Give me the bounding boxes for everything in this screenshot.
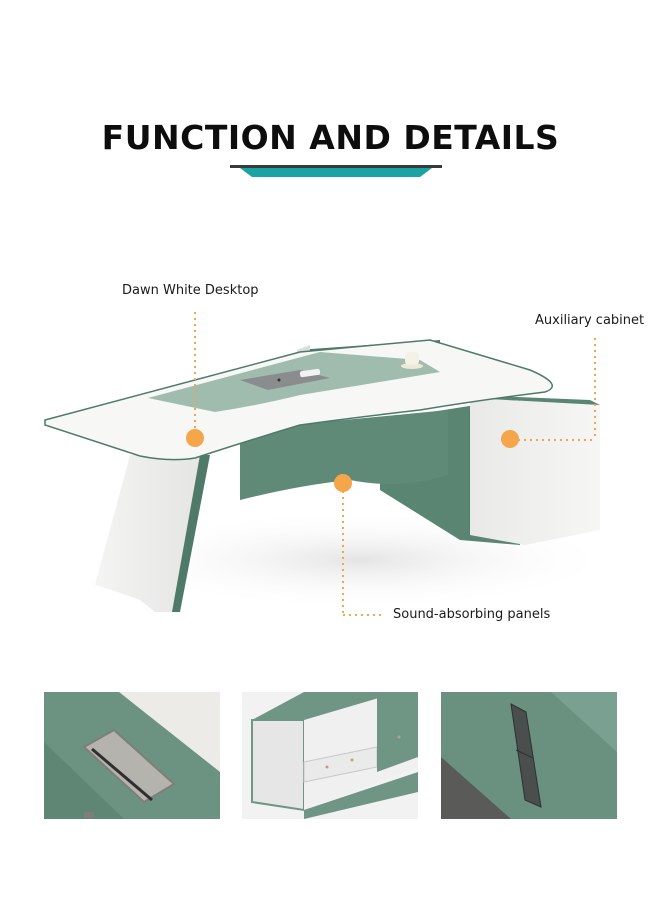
cabinet-marker-dot: [501, 430, 519, 448]
page-title: FUNCTION AND DETAILS: [101, 118, 560, 157]
detail-image-cable-grommet: [44, 692, 220, 819]
callout-label-panels: Sound-absorbing panels: [393, 607, 551, 622]
detail-image-cabinet: [242, 692, 418, 819]
callout-label-cabinet: Auxiliary cabinet: [535, 313, 645, 328]
detail-image-socket-panel: [441, 692, 617, 819]
desktop-marker-dot: [186, 429, 204, 447]
callout-label-desktop: Dawn White Desktop: [122, 283, 259, 298]
title-underline: [230, 165, 442, 177]
panel-marker-dot: [334, 474, 352, 492]
